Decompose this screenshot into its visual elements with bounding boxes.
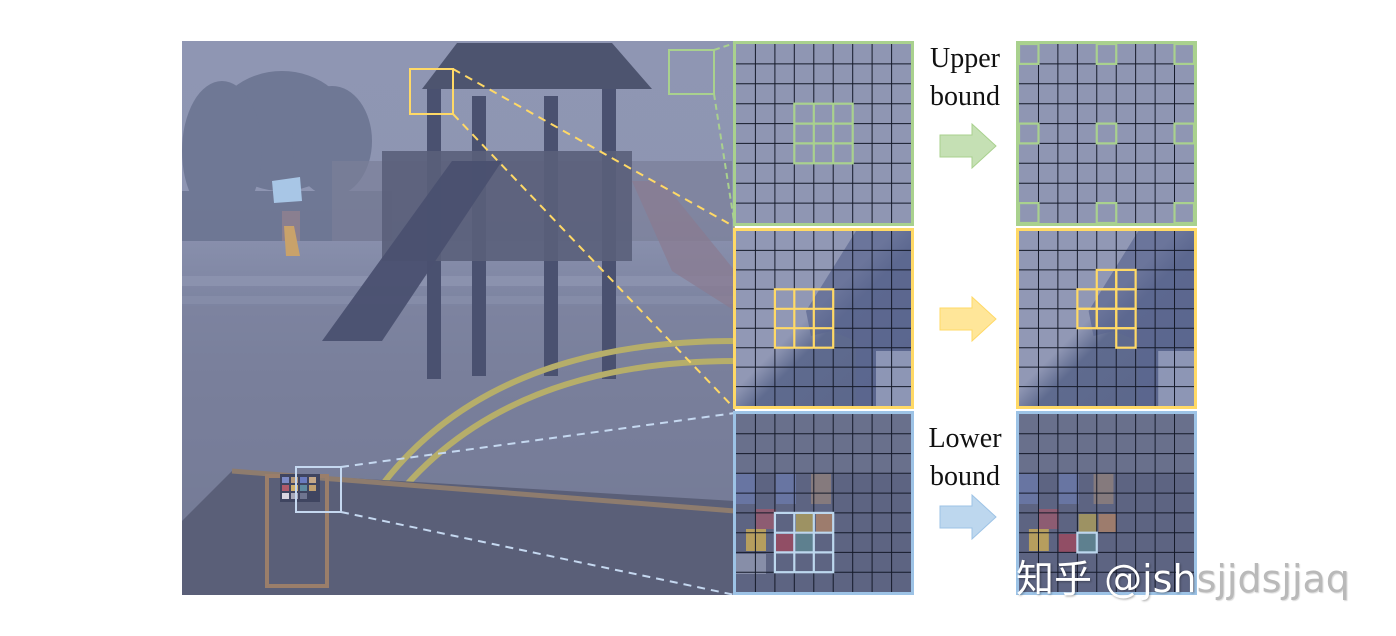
color-checker — [280, 474, 320, 502]
yellow-3x3-highlight — [773, 288, 835, 349]
watermark-brand: 知乎 — [1016, 557, 1093, 601]
lower-label-line2: bound — [930, 461, 1000, 492]
upper-left-grid-panel — [733, 41, 914, 226]
grid-9x9 — [736, 414, 911, 592]
upper-bound-label: Upper bound — [915, 40, 1015, 116]
upper-right-grid-panel — [1016, 41, 1197, 226]
grid-9x9 — [736, 44, 911, 223]
lower-label-line1: Lower — [928, 423, 1002, 454]
grid-9x9 — [1019, 414, 1194, 592]
lower-right-grid-panel — [1016, 411, 1197, 595]
green-dilated-highlight — [1019, 44, 1194, 223]
hazy-scene-photo — [182, 41, 735, 595]
grid-9x9 — [1019, 231, 1194, 406]
middle-left-grid-panel — [733, 228, 914, 409]
lower-left-grid-panel — [733, 411, 914, 595]
zhihu-watermark: 知乎 @jshsjjdsjjaq — [1016, 548, 1350, 603]
yellow-arrow-icon — [939, 296, 997, 342]
upper-label-line1: Upper — [930, 43, 1000, 74]
blue-source-box — [295, 466, 342, 513]
yellow-adaptive-highlight — [1076, 268, 1137, 349]
watermark-handle-tail: sjjdsjjaq — [1196, 557, 1350, 601]
scene-illustration — [182, 42, 735, 595]
grid-9x9 — [736, 231, 911, 406]
green-arrow-icon — [939, 123, 997, 169]
blue-3x3-highlight — [773, 511, 835, 574]
middle-right-grid-panel — [1016, 228, 1197, 409]
grid-9x9 — [1019, 44, 1194, 223]
blue-single-cell-highlight — [1076, 531, 1098, 554]
green-source-box — [668, 49, 715, 95]
lower-bound-label: Lower bound — [915, 420, 1015, 496]
green-3x3-highlight — [793, 102, 854, 165]
yellow-source-box — [409, 68, 454, 115]
blue-arrow-icon — [939, 494, 997, 540]
upper-label-line2: bound — [930, 81, 1000, 112]
watermark-handle: @jsh — [1104, 557, 1197, 601]
